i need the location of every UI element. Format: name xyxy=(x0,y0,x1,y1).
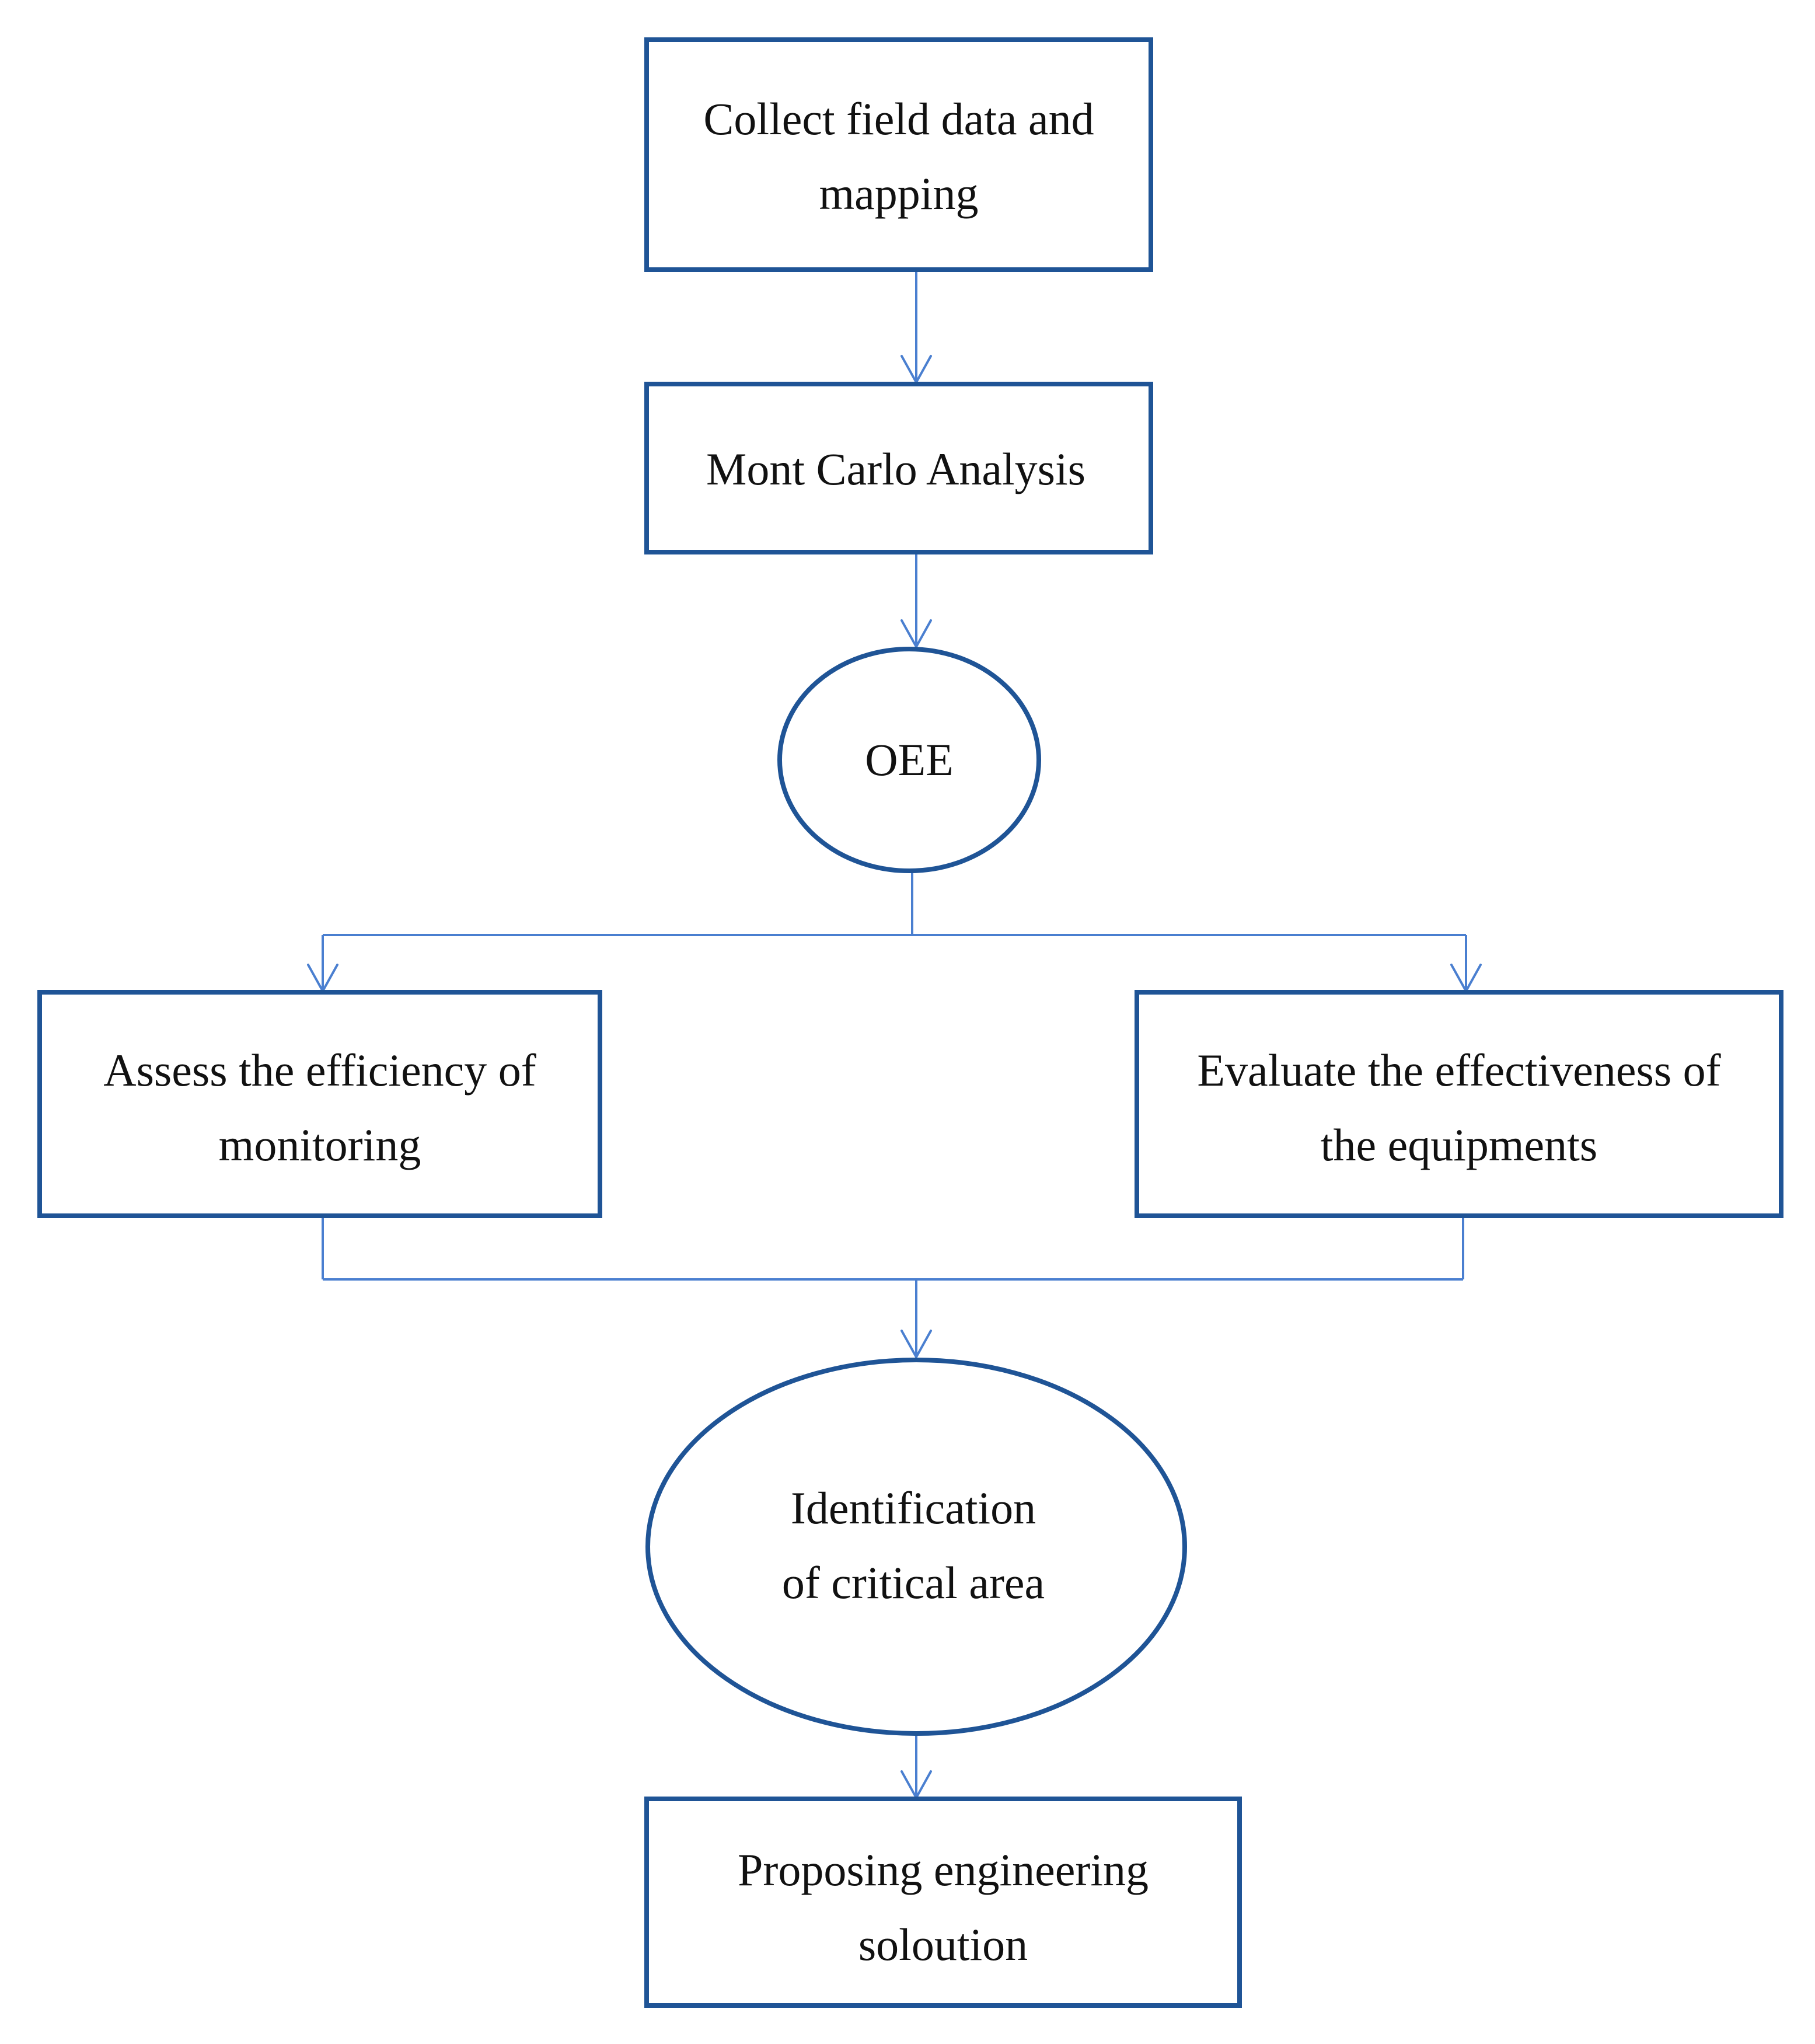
node-identification-critical-area: Identification of critical area xyxy=(645,1358,1187,1736)
node-proposing-solution: Proposing engineering soloution xyxy=(644,1797,1242,2008)
node-assess-line-1: Assess the efficiency of xyxy=(103,1045,536,1096)
node-oee: OEE xyxy=(777,647,1041,873)
node-evaluate-line-1: Evaluate the effectiveness of xyxy=(1197,1045,1720,1096)
node-evaluate-box xyxy=(1135,990,1783,1218)
node-monte-carlo-analysis: Mont Carlo Analysis xyxy=(644,382,1153,554)
node-collect-field-data: Collect field data and mapping xyxy=(644,37,1153,272)
arrowhead-oee xyxy=(900,619,932,648)
node-collect-line-1: Collect field data and xyxy=(703,93,1094,144)
node-evaluate-line-2: the equipments xyxy=(1321,1119,1597,1170)
node-identification-line-2: of critical area xyxy=(782,1557,1045,1608)
node-evaluate-effectiveness: Evaluate the effectiveness of the equipm… xyxy=(1135,990,1783,1218)
arrowhead-identification xyxy=(900,1330,932,1358)
node-collect-line-2: mapping xyxy=(819,168,979,219)
connectors xyxy=(307,270,1482,1799)
node-assess-box xyxy=(37,990,602,1218)
node-assess-efficiency: Assess the efficiency of monitoring xyxy=(37,990,602,1218)
node-oee-ellipse xyxy=(777,647,1041,873)
node-assess-line-2: monitoring xyxy=(219,1119,421,1170)
node-montecarlo-line-1: Mont Carlo Analysis xyxy=(706,444,1085,494)
node-collect-box xyxy=(644,37,1153,272)
node-proposing-line-2: soloution xyxy=(858,1919,1028,1970)
node-proposing-box xyxy=(644,1797,1242,2008)
node-identification-ellipse xyxy=(645,1358,1187,1736)
node-proposing-line-1: Proposing engineering xyxy=(738,1844,1149,1895)
node-identification-line-1: Identification xyxy=(791,1483,1036,1533)
node-montecarlo-box xyxy=(644,382,1153,554)
nodes: Collect field data and mapping Mont Carl… xyxy=(37,37,1783,2008)
node-oee-label: OEE xyxy=(865,734,954,785)
